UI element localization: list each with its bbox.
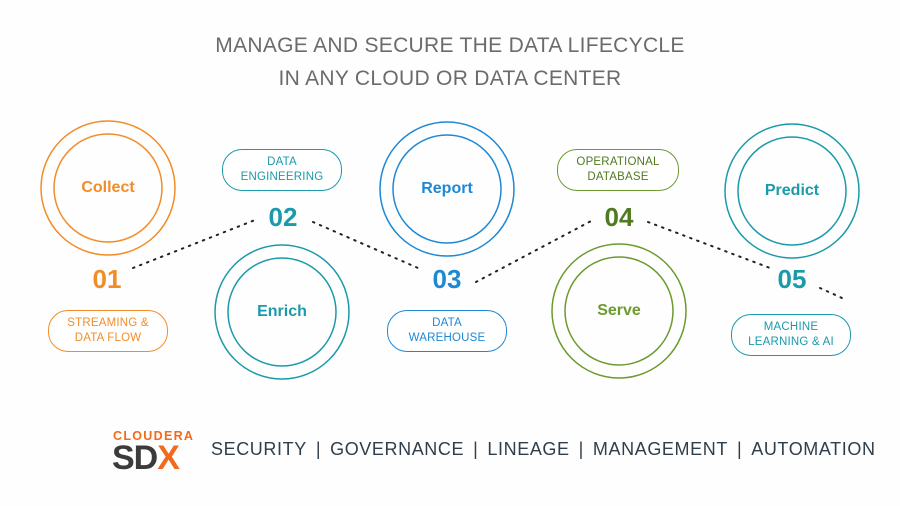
enrich-label: Enrich: [257, 303, 307, 320]
separator: |: [578, 439, 584, 459]
pill-line: DATABASE: [587, 171, 649, 183]
report-label: Report: [421, 180, 473, 197]
capability-automation: AUTOMATION: [751, 439, 876, 459]
sdx-logo-x: X: [157, 439, 180, 477]
serve-label: Serve: [597, 302, 641, 319]
collect-label: Collect: [81, 179, 135, 196]
pill-operational-database: OPERATIONAL DATABASE: [557, 149, 679, 191]
pill-line: OPERATIONAL: [576, 156, 660, 168]
title-line-1: MANAGE AND SECURE THE DATA LIFECYCLE: [215, 34, 685, 57]
capability-management: MANAGEMENT: [592, 439, 728, 459]
title-line-2: IN ANY CLOUD OR DATA CENTER: [278, 67, 622, 90]
pill-line: DATA: [432, 317, 462, 329]
connector-02-03: [312, 221, 419, 269]
separator: |: [315, 439, 322, 459]
pill-line: ENGINEERING: [240, 171, 324, 183]
connector-04-05: [647, 221, 771, 269]
collect-circle: [40, 120, 176, 256]
pill-line: DATA: [267, 156, 297, 168]
predict-label: Predict: [764, 182, 820, 199]
predict-circle: [724, 123, 860, 259]
pill-line: STREAMING &: [67, 317, 149, 329]
pill-line: WAREHOUSE: [408, 332, 486, 344]
capability-security: SECURITY: [211, 439, 307, 459]
step-number-01: 01: [92, 264, 122, 294]
cloudera-wordmark: CLOUDERA: [113, 429, 195, 443]
step-number-04: 04: [604, 202, 634, 232]
capability-governance: GOVERNANCE: [330, 439, 465, 459]
enrich-circle: [214, 244, 350, 380]
separator: |: [736, 439, 743, 459]
pill-line: LEARNING & AI: [748, 336, 834, 348]
step-number-05: 05: [777, 264, 807, 294]
pill-streaming-data-flow: STREAMING & DATA FLOW: [48, 310, 168, 352]
capability-lineage: LINEAGE: [487, 439, 570, 459]
sdx-logo: SDX: [112, 438, 180, 478]
connector-03-04: [475, 219, 594, 283]
step-number-03: 03: [432, 264, 462, 294]
pill-data-engineering: DATA ENGINEERING: [222, 149, 342, 191]
pill-machine-learning-ai: MACHINE LEARNING & AI: [731, 314, 851, 356]
pill-line: MACHINE: [763, 321, 819, 333]
connector-01-02: [132, 219, 256, 269]
sdx-logo-sd: SD: [112, 439, 158, 477]
step-number-02: 02: [268, 202, 298, 232]
separator: |: [473, 439, 479, 459]
capabilities-row: SECURITY | GOVERNANCE | LINEAGE | MANAGEMENT | A…: [211, 439, 876, 460]
pill-data-warehouse: DATA WAREHOUSE: [387, 310, 507, 352]
pill-line: DATA FLOW: [74, 332, 142, 344]
serve-circle: [551, 243, 687, 379]
report-circle: [379, 121, 515, 257]
